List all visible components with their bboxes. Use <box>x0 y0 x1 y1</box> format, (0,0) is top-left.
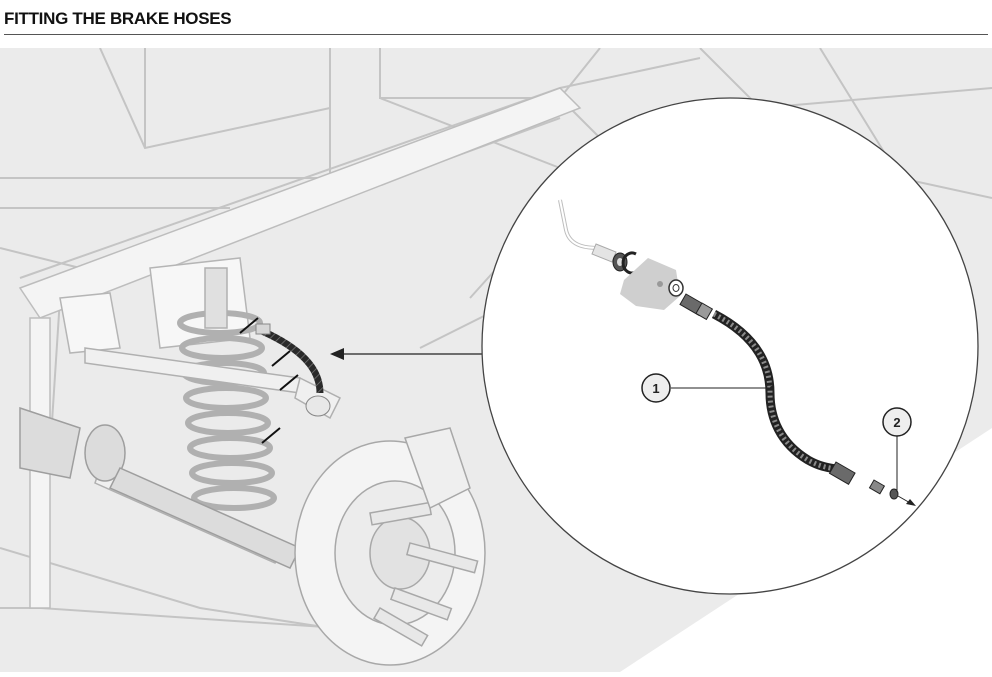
callout-fitting: 2 <box>882 407 912 492</box>
brake-hose-illustration: 1 2 <box>0 48 992 672</box>
callout-hose-label: 1 <box>652 381 659 396</box>
brake-hose <box>711 310 843 475</box>
pointer-arrow <box>330 348 495 360</box>
page-title: FITTING THE BRAKE HOSES <box>4 9 232 28</box>
bracket-patch <box>620 258 680 310</box>
detail-circle: 1 2 <box>481 97 979 595</box>
header: FITTING THE BRAKE HOSES <box>4 8 988 35</box>
title-rule <box>4 34 988 35</box>
callout-fitting-label: 2 <box>893 415 900 430</box>
lock-nut <box>612 251 637 275</box>
hose-end-fitting-top <box>679 293 714 321</box>
washer <box>668 279 684 297</box>
hose-end-fitting-bottom <box>828 461 899 500</box>
callout-hose: 1 <box>641 373 774 403</box>
illustration-svg: 1 2 <box>0 48 992 672</box>
